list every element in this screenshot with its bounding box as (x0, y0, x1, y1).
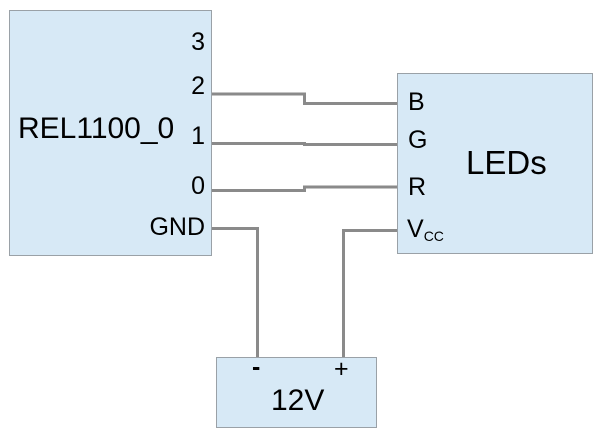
battery-label: 12V (271, 384, 325, 417)
rel1100-component (9, 10, 212, 256)
leds-component (397, 73, 593, 254)
wire-gnd-to-negative (212, 227, 259, 358)
battery-positive-terminal-label: + (334, 355, 349, 383)
vcc-base-text: V (407, 215, 424, 243)
wire-pin1-to-g (212, 142, 397, 146)
rel-pin-gnd-label: GND (149, 213, 205, 241)
rel-pin-3-label: 3 (191, 28, 205, 56)
vcc-subscript-text: CC (423, 228, 444, 244)
led-pin-g-label: G (408, 126, 428, 154)
battery-negative-terminal-label: - (252, 353, 261, 381)
rel-pin-2-label: 2 (191, 72, 205, 100)
led-pin-b-label: B (408, 88, 425, 116)
wire-pin2-to-b (212, 92, 397, 105)
wire-pin0-to-r (212, 185, 397, 192)
rel1100-label: REL1100_0 (18, 112, 175, 145)
rel-pin-1-label: 1 (191, 122, 205, 150)
battery-component (216, 357, 377, 428)
led-pin-r-label: R (408, 173, 427, 201)
led-pin-vcc-label: VCC (407, 215, 444, 244)
leds-label: LEDs (466, 144, 547, 181)
rel-pin-0-label: 0 (191, 172, 205, 200)
wire-vcc-to-positive (342, 229, 397, 358)
